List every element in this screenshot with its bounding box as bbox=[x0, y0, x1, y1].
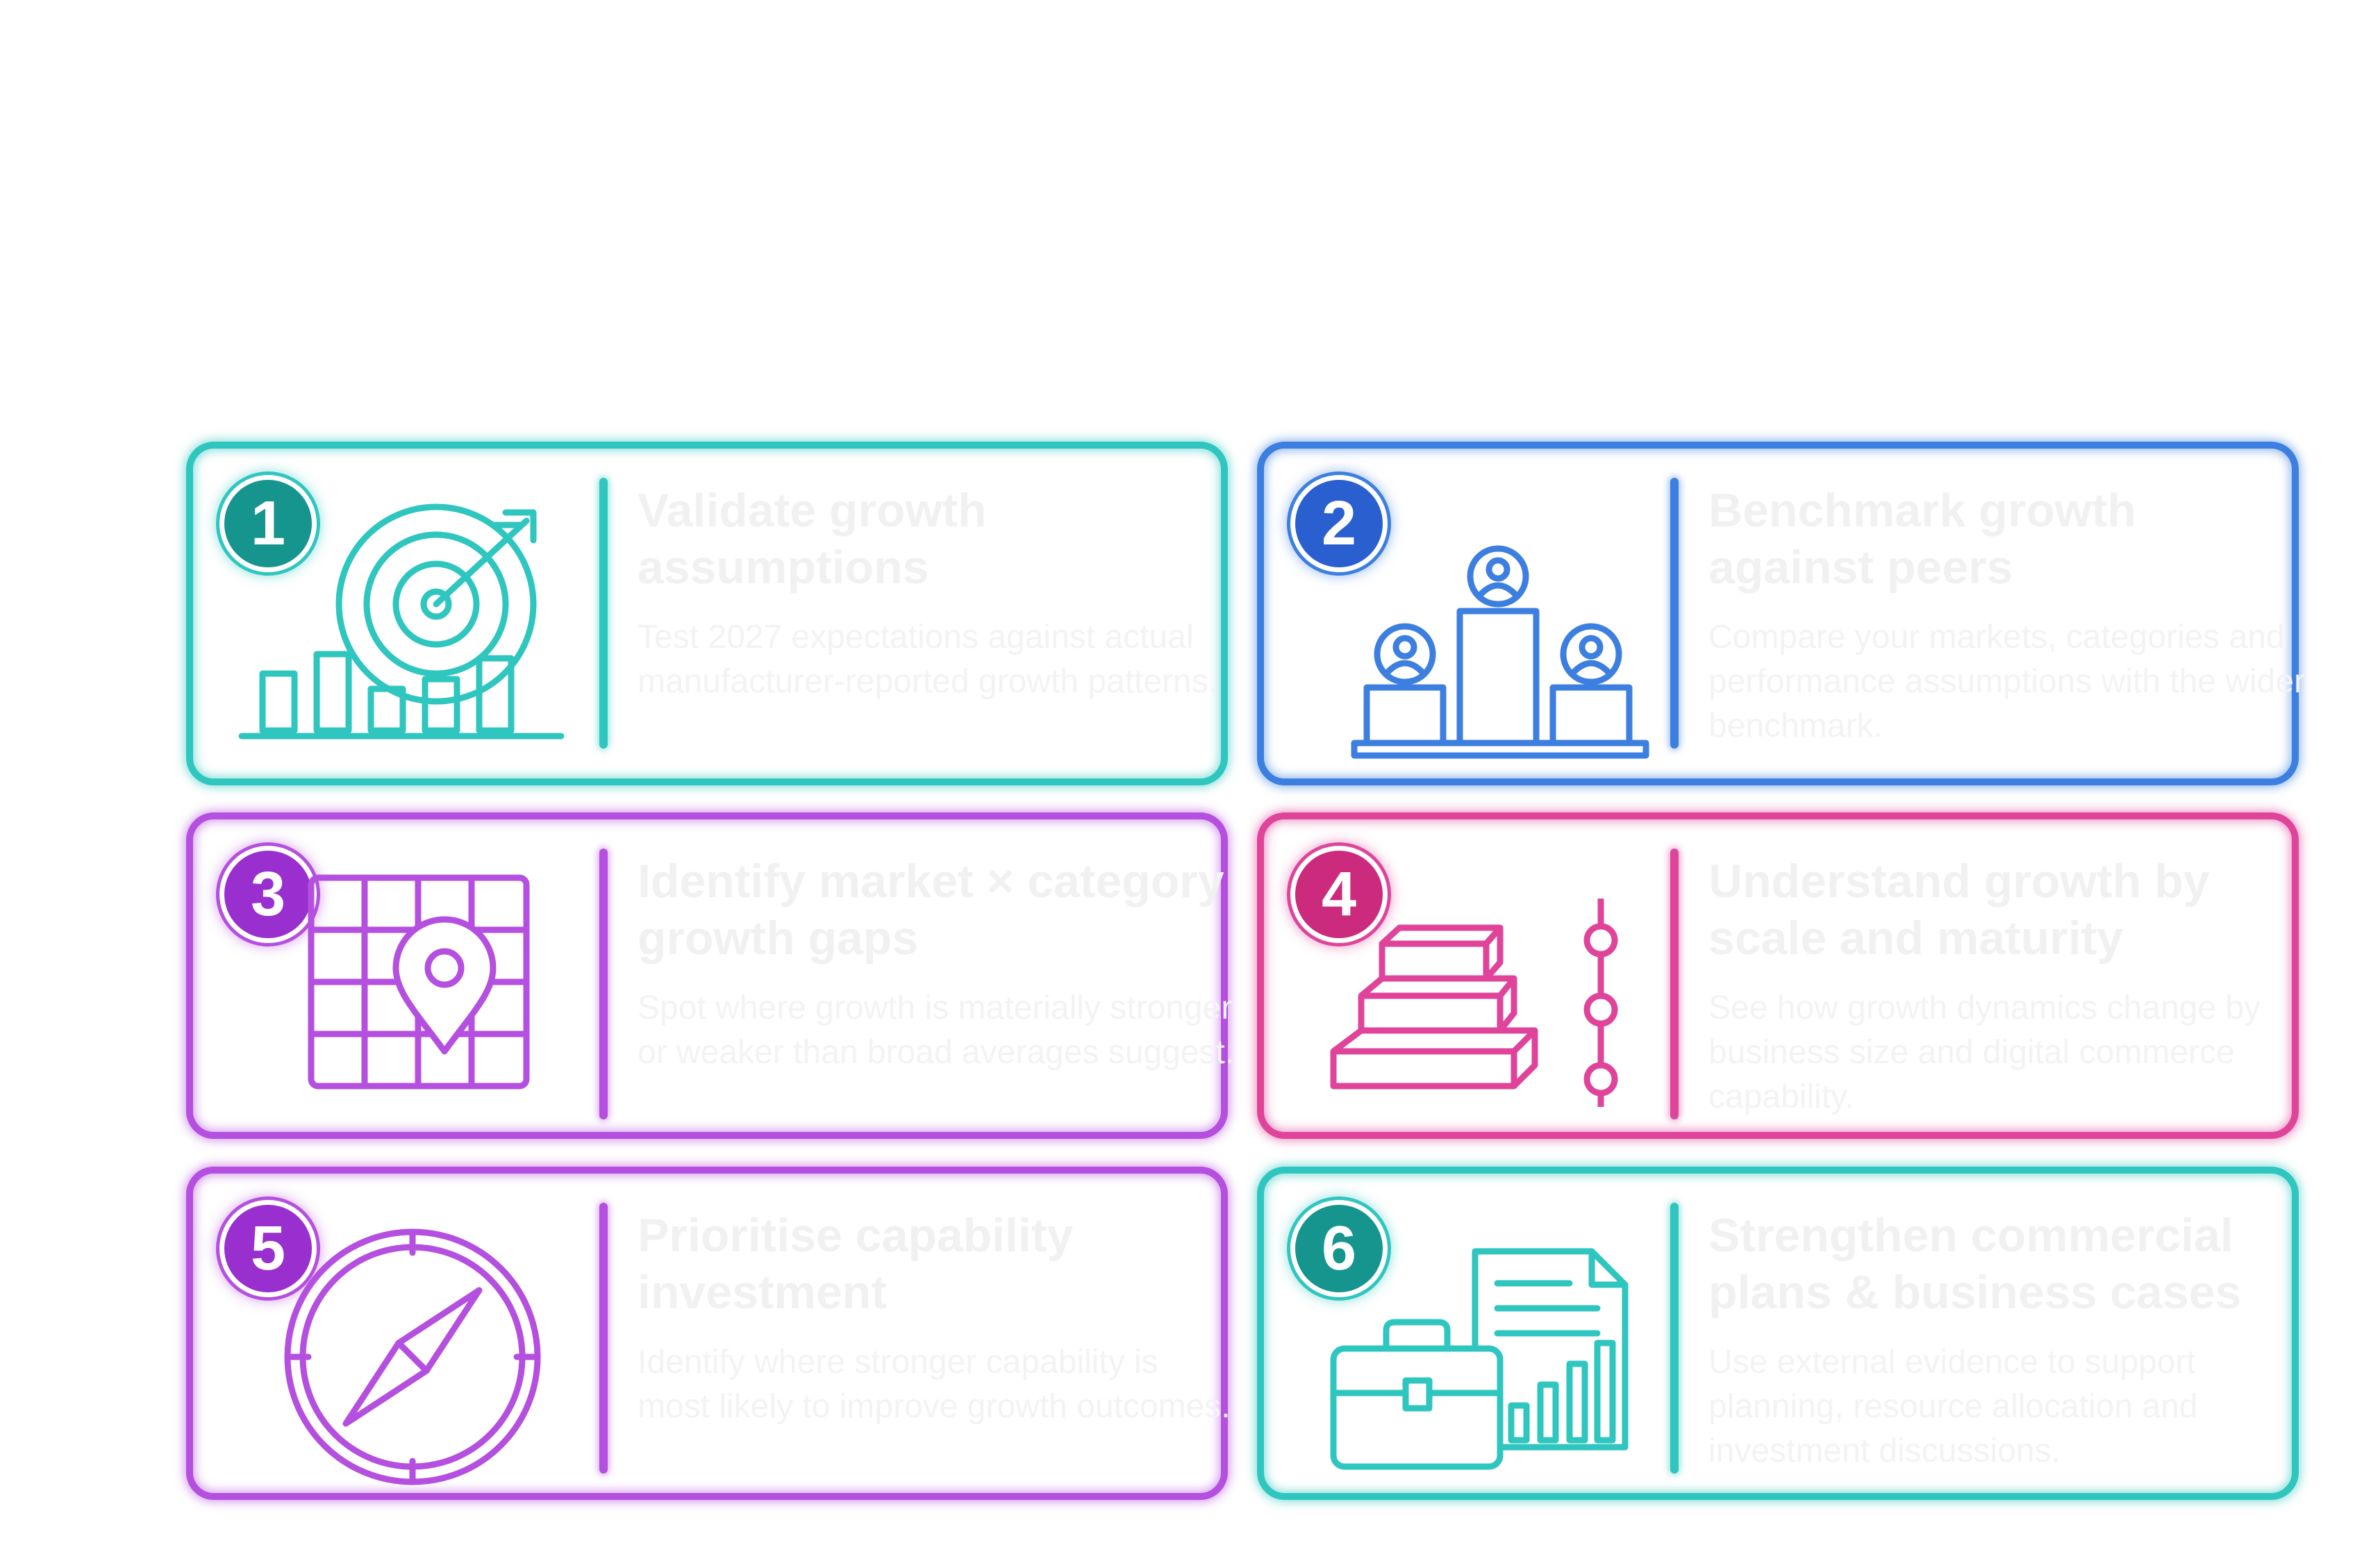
card-scale-maturity: 4 Understand growth by scale and maturit… bbox=[1257, 812, 2299, 1139]
stacked-blocks-icon bbox=[1306, 843, 1667, 1135]
card-title: Identify market × category growth gaps bbox=[638, 855, 1224, 965]
divider-line bbox=[1670, 478, 1679, 749]
step-badge-5: 5 bbox=[219, 1200, 317, 1297]
card-description: Test 2027 expectations against actual ma… bbox=[638, 619, 1218, 700]
divider-line bbox=[1670, 849, 1679, 1119]
card-market-category-gaps: 3 Identify market × category growth gaps… bbox=[186, 812, 1234, 1139]
card-title: Validate growth assumptions bbox=[638, 484, 987, 594]
step-badge-2: 2 bbox=[1290, 475, 1388, 572]
card-title: Strengthen commercial plans & business c… bbox=[1708, 1209, 2242, 1319]
card-description: Spot where growth is materially stronger… bbox=[638, 990, 1235, 1071]
card-description: See how growth dynamics change by busine… bbox=[1708, 990, 2261, 1115]
card-validate-growth: 1 Validate growth assumptions Test 2027 … bbox=[186, 442, 1228, 785]
podium-people-icon bbox=[1306, 472, 1667, 764]
divider-line bbox=[599, 1203, 608, 1474]
compass-icon bbox=[235, 1197, 596, 1489]
briefcase-document-icon bbox=[1306, 1197, 1667, 1489]
card-title: Understand growth by scale and maturity bbox=[1708, 855, 2210, 965]
card-description: Compare your markets, categories and per… bbox=[1708, 619, 2306, 744]
target-bar-chart-icon bbox=[235, 472, 596, 764]
grid-map-pin-icon bbox=[235, 843, 596, 1135]
step-badge-4: 4 bbox=[1290, 846, 1388, 943]
card-benchmark-peers: 2 Benchmark growth against peers Compare… bbox=[1257, 442, 2305, 785]
divider-line bbox=[1670, 1203, 1679, 1474]
step-badge-1: 1 bbox=[219, 475, 317, 572]
divider-line bbox=[599, 849, 608, 1119]
card-title: Prioritise capability investment bbox=[638, 1209, 1074, 1319]
card-description: Use external evidence to support plannin… bbox=[1708, 1344, 2198, 1469]
divider-line bbox=[599, 478, 608, 749]
card-capability-investment: 5 Prioritise capability investment Ident… bbox=[186, 1167, 1231, 1500]
step-badge-6: 6 bbox=[1290, 1200, 1388, 1297]
card-commercial-plans: 6 Strengthen commercial plans & business… bbox=[1257, 1167, 2299, 1500]
card-title: Benchmark growth against peers bbox=[1708, 484, 2136, 594]
card-description: Identify where stronger capability is mo… bbox=[638, 1344, 1231, 1425]
